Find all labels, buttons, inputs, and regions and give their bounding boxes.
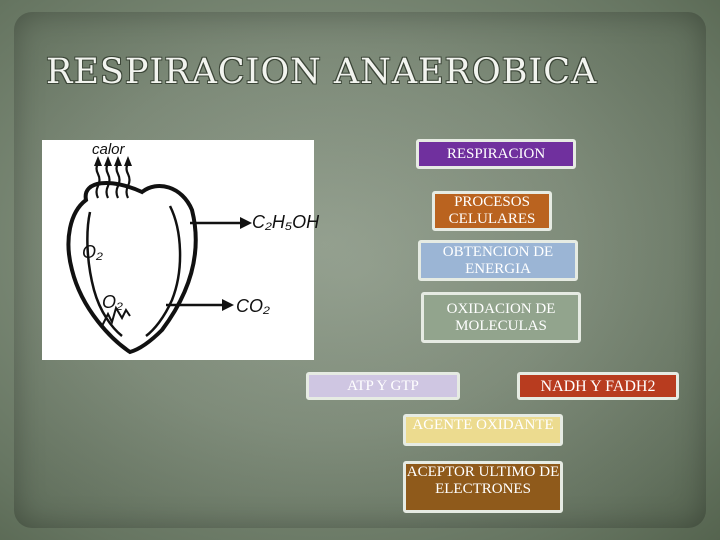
- concept-atp: ATP Y GTP: [306, 372, 460, 400]
- concept-nadh: NADH Y FADH2: [517, 372, 679, 400]
- concept-procesos-label: PROCESOS CELULARES: [448, 194, 536, 227]
- embryo-line: [86, 211, 123, 337]
- co2-label: CO₂: [236, 296, 270, 316]
- concept-procesos: PROCESOS CELULARES: [432, 191, 552, 231]
- concept-agente-label: AGENTE OXIDANTE: [412, 417, 554, 433]
- concept-respiracion-label: RESPIRACION: [446, 145, 546, 162]
- heat-arrows: [95, 163, 131, 199]
- concept-oxidacion: OXIDACION DE MOLECULAS: [421, 292, 581, 343]
- seed-tear: [101, 305, 131, 327]
- concept-nadh-label: NADH Y FADH2: [540, 377, 656, 395]
- o2-label-bottom: O₂: [102, 292, 123, 312]
- concept-respiracion: RESPIRACION: [416, 139, 576, 169]
- heat-label: calor: [92, 141, 126, 158]
- concept-aceptor-label: ACEPTOR ULTIMO DE ELECTRONES: [406, 464, 560, 497]
- ethanol-arrowhead: [240, 217, 252, 229]
- ethanol-label: C₂H₅OH: [252, 212, 320, 232]
- slide-title: RESPIRACION ANAEROBICA: [46, 52, 598, 92]
- concept-aceptor: ACEPTOR ULTIMO DE ELECTRONES: [403, 461, 563, 513]
- co2-arrowhead: [222, 299, 234, 311]
- concept-obtencion-label: OBTENCION DE ENERGIA: [442, 243, 554, 277]
- seed-diagram-svg: calor C₂H₅OH CO₂ O₂ O₂: [66, 141, 320, 355]
- o2-label-top: O₂: [82, 242, 103, 262]
- concept-obtencion: OBTENCION DE ENERGIA: [418, 240, 578, 281]
- seed-outline: [66, 181, 198, 355]
- seed-diagram: calor C₂H₅OH CO₂ O₂ O₂: [42, 140, 320, 360]
- embryo-line-right: [145, 205, 182, 337]
- concept-agente: AGENTE OXIDANTE: [403, 414, 563, 446]
- heat-arrowheads: [94, 156, 132, 166]
- concept-oxidacion-label: OXIDACION DE MOLECULAS: [446, 300, 556, 334]
- concept-atp-label: ATP Y GTP: [347, 377, 419, 394]
